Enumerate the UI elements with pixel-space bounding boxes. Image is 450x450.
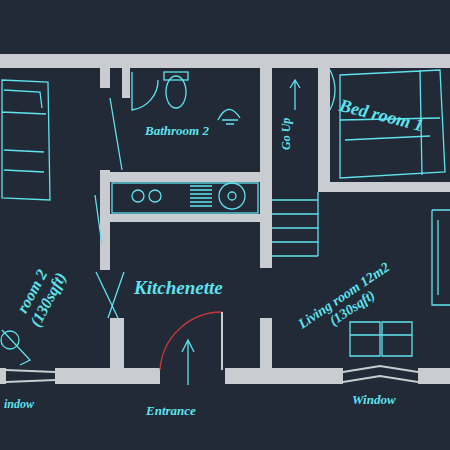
windows [6, 366, 418, 382]
room-label: Entrance [146, 404, 196, 418]
room-label: room 2 (130sqft) [8, 256, 72, 334]
room-label: Bed room 1 [337, 96, 425, 136]
room-label: Kitchenette [134, 278, 223, 299]
door-swing [160, 312, 222, 370]
room-label: Living room 12m2 (130sqft) [294, 258, 402, 345]
room-label: Go Up [280, 118, 293, 150]
room-label: indow [4, 398, 34, 411]
door-leaf [221, 312, 223, 370]
room-label: Bathroom 2 [145, 124, 209, 138]
room-label: Window [352, 393, 396, 407]
walls [0, 54, 450, 384]
furniture [1, 70, 450, 385]
